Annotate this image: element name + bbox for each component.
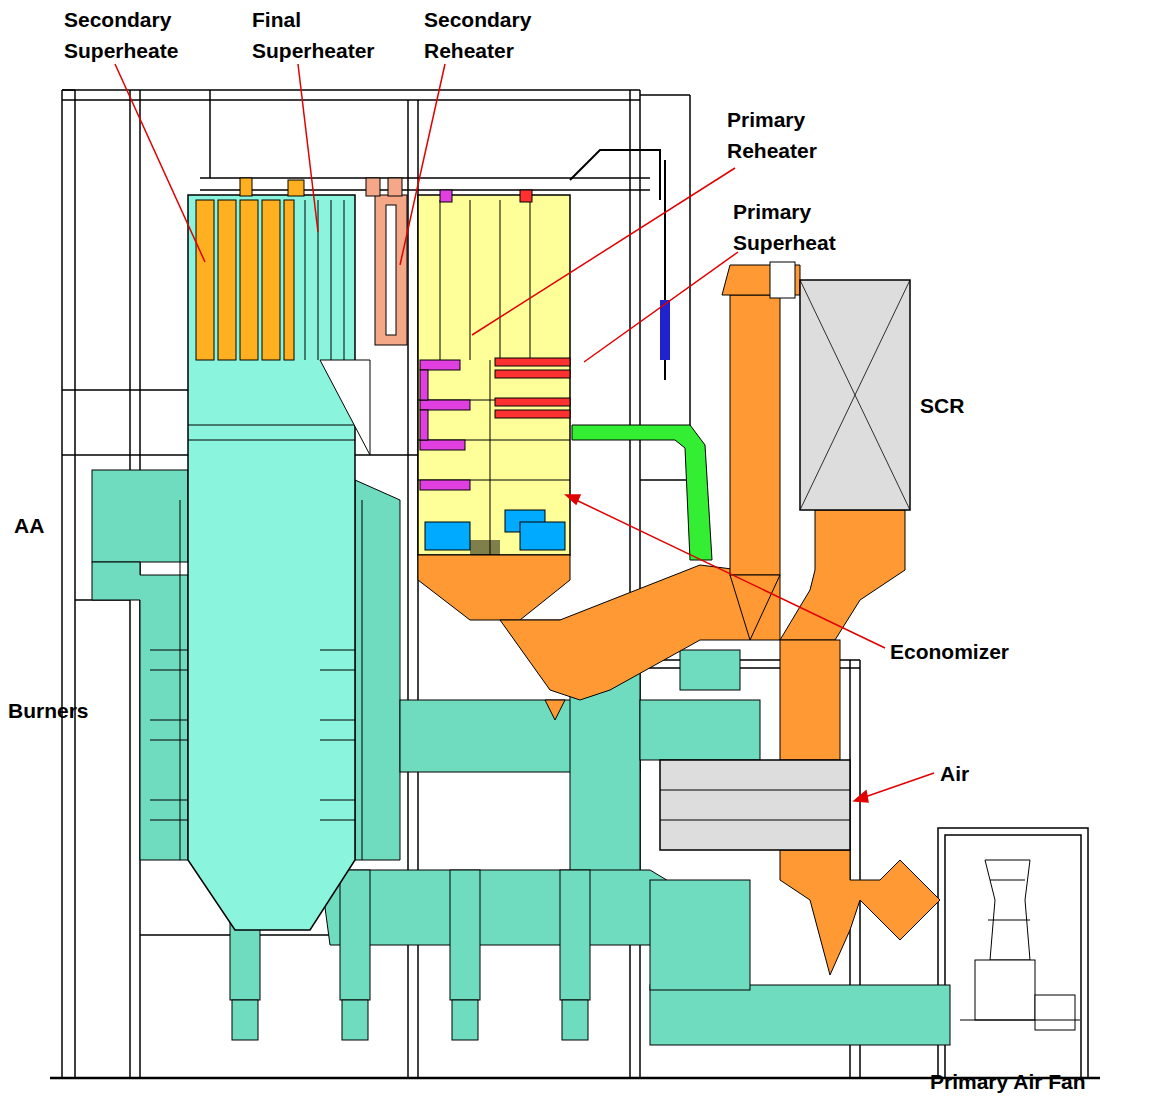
callout-label: Primary Reheater — [727, 104, 847, 166]
callout-label: Primary Superheat — [733, 196, 853, 258]
callout-label: Economizer — [890, 636, 1040, 667]
callout-label: Air — [940, 758, 1020, 789]
callout-label: Final Superheater — [252, 4, 427, 66]
callout-label: Secondary Reheater — [424, 4, 589, 66]
callout-label: SCR — [920, 390, 1000, 421]
callout-label: Primary Air Fan — [930, 1066, 1150, 1097]
callout-label: AA — [14, 510, 74, 541]
callout-label: Burners — [8, 695, 148, 726]
callout-label: Secondary Superheate — [64, 4, 189, 66]
